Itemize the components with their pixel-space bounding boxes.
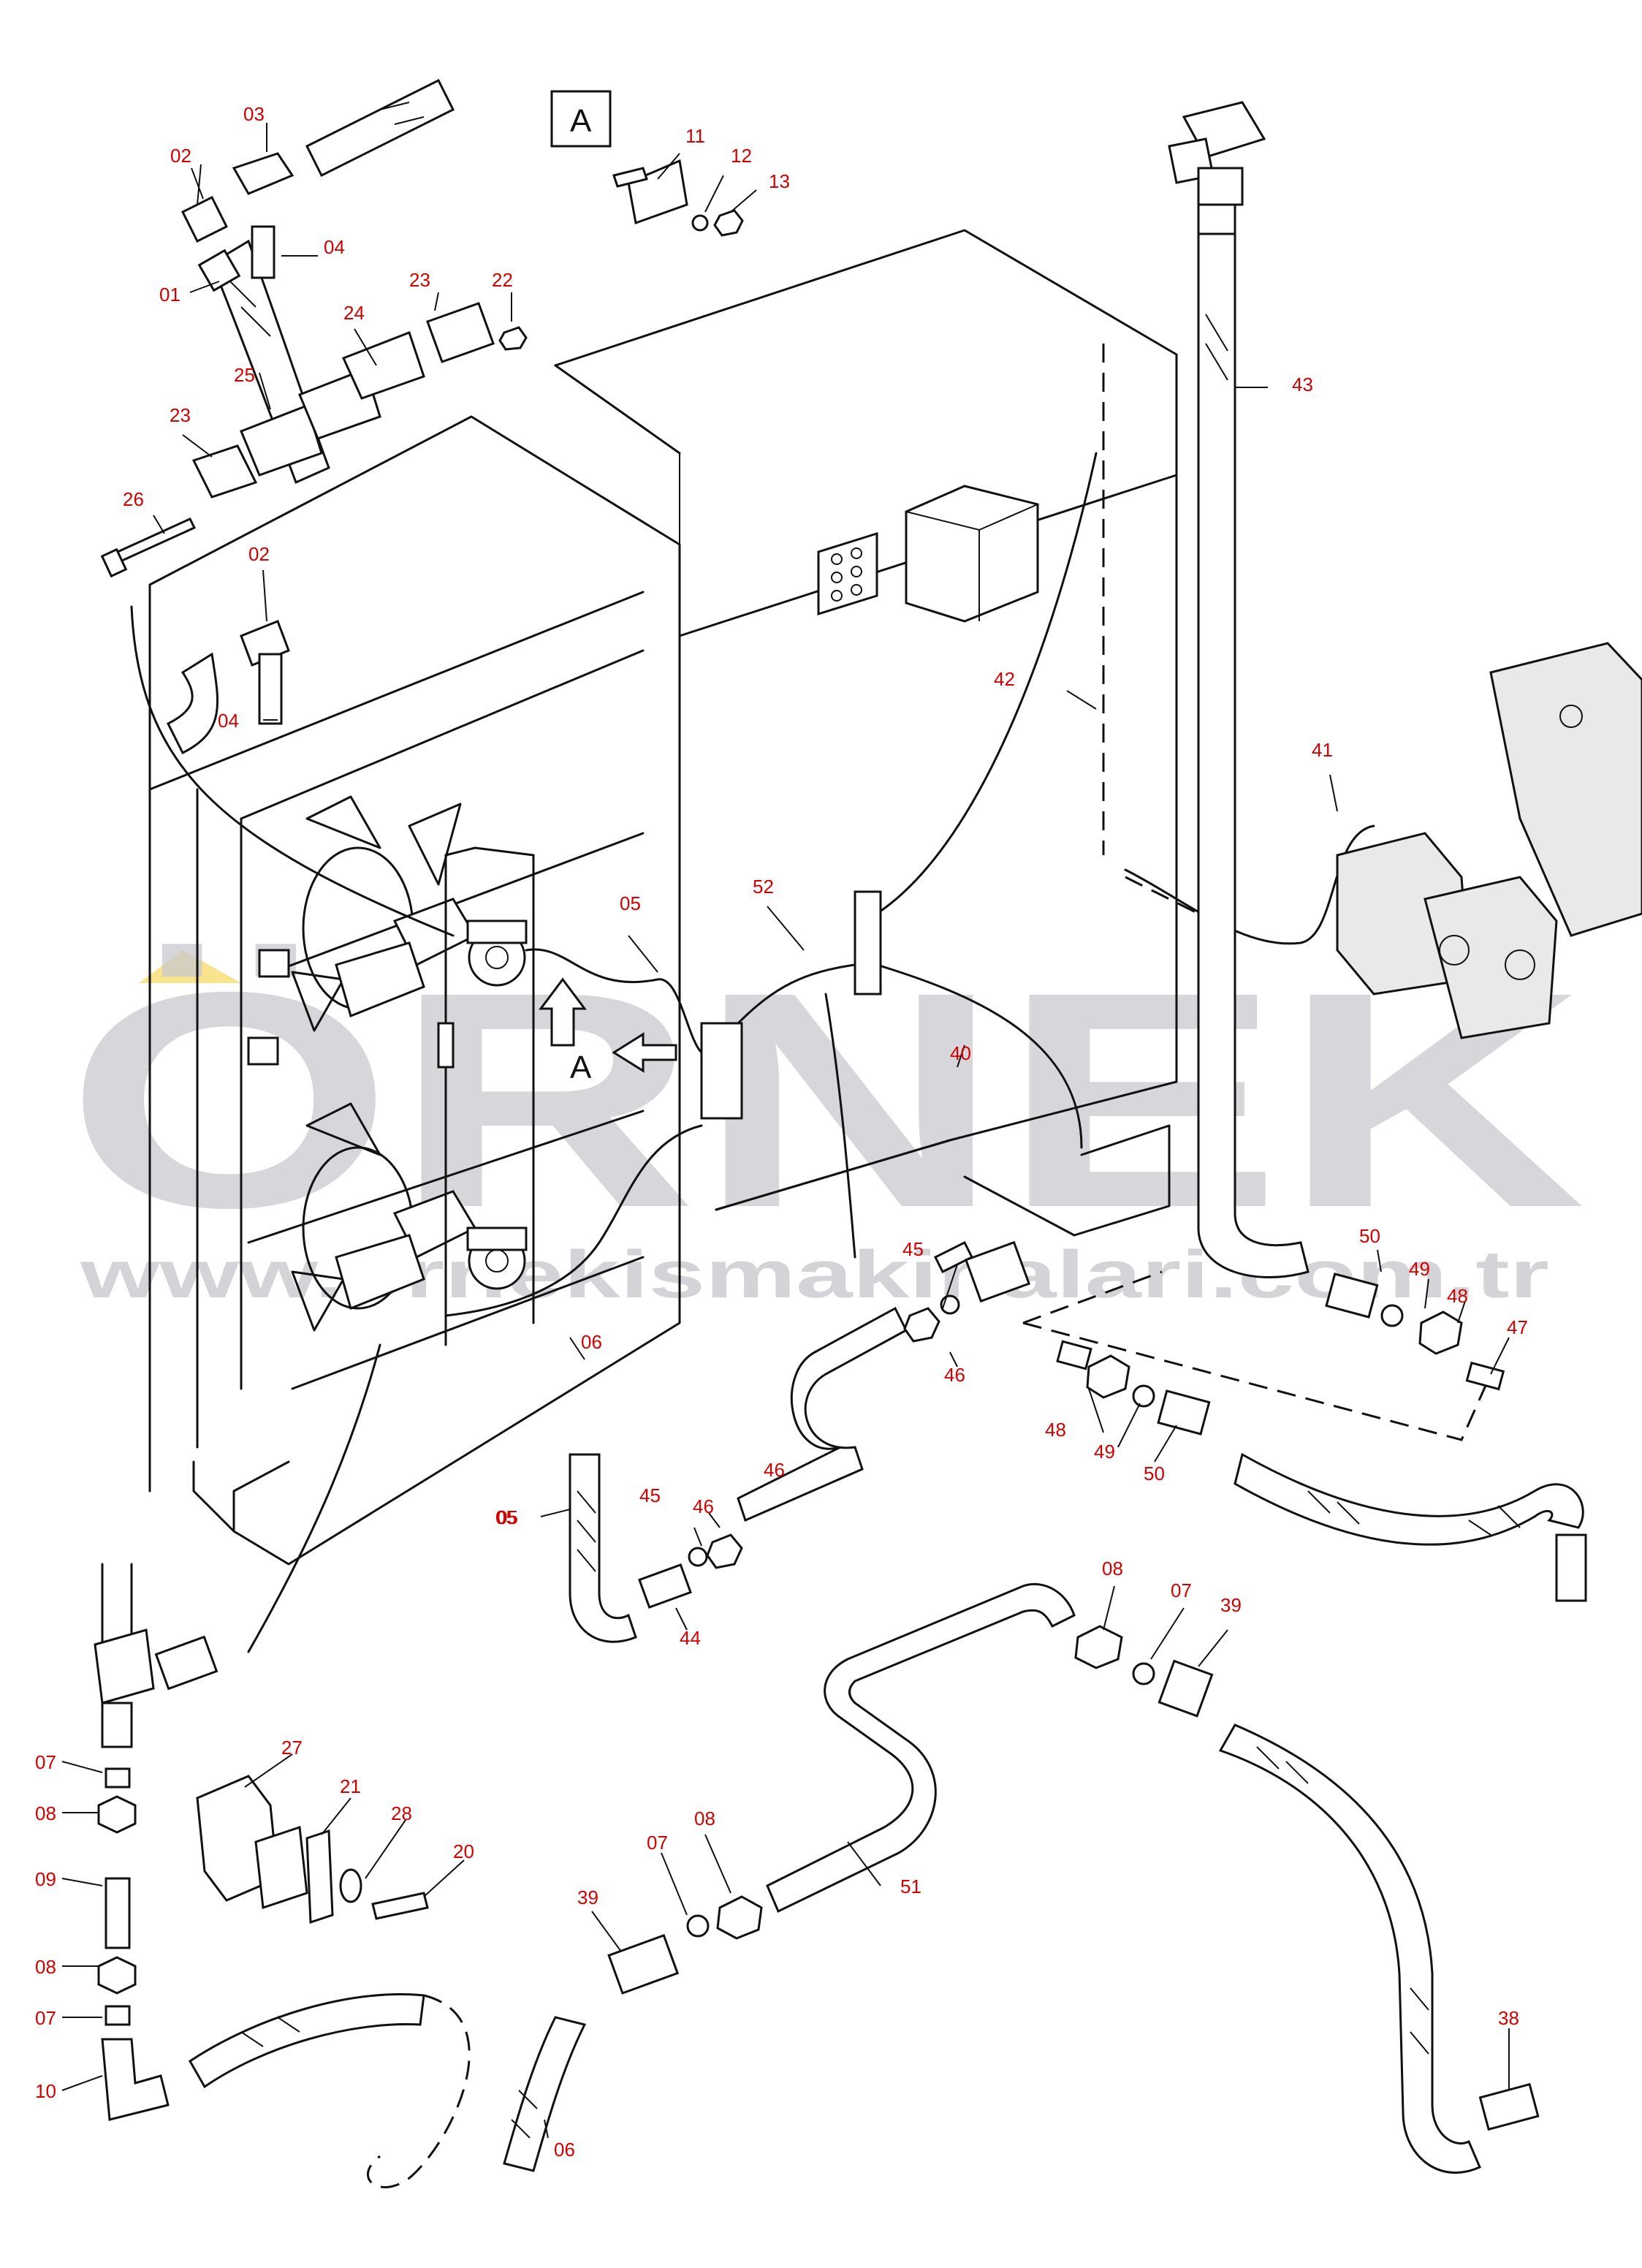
top-right-fitting bbox=[1168, 101, 1266, 235]
callout-05b: 05 bbox=[497, 1506, 518, 1528]
callout-01: 01 bbox=[159, 284, 180, 306]
callout-labels: 01 02 03 04 02 04 11 12 13 22 23 24 25 2… bbox=[35, 103, 1528, 2161]
callout-09: 09 bbox=[35, 1868, 56, 1890]
callout-08b: 08 bbox=[35, 1802, 56, 1824]
view-arrow-label: A bbox=[570, 1050, 592, 1085]
callout-25: 25 bbox=[234, 364, 255, 386]
callout-13: 13 bbox=[769, 170, 790, 192]
callout-20: 20 bbox=[453, 1840, 474, 1862]
callout-45: 45 bbox=[902, 1238, 924, 1260]
watermark-url: www.ornekismakinalari.com.tr bbox=[79, 1237, 1549, 1312]
callout-07b: 07 bbox=[35, 1751, 56, 1773]
callout-46b: 46 bbox=[693, 1495, 714, 1517]
callout-05c: 05 bbox=[495, 1506, 517, 1528]
callout-06: 06 bbox=[581, 1331, 602, 1353]
panel-holes bbox=[831, 547, 862, 602]
callout-08: 08 bbox=[1102, 1558, 1123, 1579]
callout-50: 50 bbox=[1144, 1463, 1165, 1484]
callout-24: 24 bbox=[343, 302, 365, 324]
lower-fan-motor bbox=[466, 1226, 528, 1290]
upper-fan bbox=[258, 795, 477, 1032]
callout-26: 26 bbox=[123, 488, 144, 510]
callout-02b: 02 bbox=[248, 543, 270, 565]
pump-assembly bbox=[1336, 642, 1642, 1039]
callout-12: 12 bbox=[731, 145, 752, 167]
callout-23b: 23 bbox=[170, 404, 191, 426]
callout-49: 49 bbox=[1094, 1441, 1115, 1463]
callout-51: 51 bbox=[900, 1876, 921, 1897]
callout-23: 23 bbox=[409, 269, 430, 291]
lower-fan bbox=[247, 1036, 477, 1332]
top-left-parts bbox=[100, 78, 744, 755]
lower-parts bbox=[94, 1240, 1587, 2188]
watermark: ÖRNEK www.ornekismakinalari.com.tr bbox=[66, 929, 1586, 1312]
callout-leaders bbox=[61, 123, 1510, 2139]
hose-routing: A bbox=[130, 211, 1375, 1653]
callout-42: 42 bbox=[994, 668, 1015, 690]
callout-02: 02 bbox=[170, 145, 191, 167]
callout-48: 48 bbox=[1045, 1419, 1066, 1441]
callout-03: 03 bbox=[243, 103, 265, 125]
callout-46: 46 bbox=[944, 1364, 965, 1386]
callout-21: 21 bbox=[340, 1775, 361, 1797]
view-marker: A bbox=[550, 90, 612, 148]
view-marker-label: A bbox=[570, 103, 592, 139]
callout-38: 38 bbox=[1498, 2007, 1519, 2029]
callout-39b: 39 bbox=[577, 1886, 598, 1908]
callout-43: 43 bbox=[1292, 373, 1313, 395]
callout-39: 39 bbox=[1220, 1594, 1242, 1616]
callout-04: 04 bbox=[324, 236, 345, 258]
callout-27: 27 bbox=[281, 1737, 303, 1759]
watermark-brand: ÖRNEK bbox=[66, 929, 1586, 1272]
callout-45b: 45 bbox=[639, 1484, 661, 1506]
callout-49b: 49 bbox=[1409, 1258, 1430, 1280]
callout-07c: 07 bbox=[35, 2007, 56, 2029]
callout-07: 07 bbox=[1171, 1579, 1192, 1601]
callout-46c: 46 bbox=[764, 1459, 785, 1481]
callout-28: 28 bbox=[391, 1802, 412, 1824]
callout-08c: 08 bbox=[35, 1956, 56, 1978]
callout-22: 22 bbox=[492, 269, 513, 291]
watermark-accent bbox=[139, 950, 241, 983]
callout-50b: 50 bbox=[1359, 1225, 1380, 1247]
radiator-housing bbox=[148, 229, 1178, 1566]
callout-41: 41 bbox=[1312, 739, 1333, 761]
callout-48b: 48 bbox=[1447, 1285, 1468, 1307]
callout-10: 10 bbox=[35, 2080, 56, 2102]
callout-06b: 06 bbox=[554, 2139, 575, 2161]
callout-11: 11 bbox=[685, 125, 705, 147]
callout-05: 05 bbox=[620, 892, 641, 914]
callout-04b: 04 bbox=[218, 710, 239, 732]
callout-40: 40 bbox=[950, 1042, 971, 1064]
callout-44: 44 bbox=[680, 1627, 701, 1649]
upper-fan-motor bbox=[437, 846, 535, 1346]
callout-47: 47 bbox=[1507, 1316, 1528, 1338]
callout-08d: 08 bbox=[694, 1808, 715, 1829]
callout-52: 52 bbox=[753, 876, 774, 898]
callout-07d: 07 bbox=[647, 1832, 668, 1854]
